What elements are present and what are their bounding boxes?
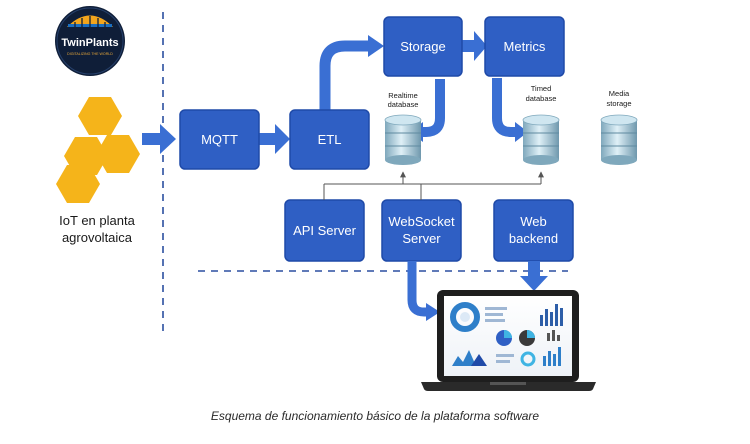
dashboard-column-chart-icon (543, 347, 561, 366)
dashboard-bar-chart-icon (540, 304, 563, 326)
arrow-iot-to-mqtt (142, 124, 176, 154)
arrow-storage-to-realtime-db (421, 79, 445, 137)
box-storage: Storage (383, 16, 463, 77)
box-websocket-server: WebSocket Server (381, 199, 462, 262)
box-api-server: API Server (284, 199, 365, 262)
laptop-dashboard-icon (421, 290, 596, 391)
iot-label-line2: agrovoltaica (62, 230, 133, 245)
box-api-server-label: API Server (293, 223, 357, 238)
logo-tagline: DIGITALIZING THE WORLD (67, 52, 113, 56)
twinplants-logo: TwinPlants DIGITALIZING THE WORLD (55, 6, 125, 76)
dashboard-donut-small-icon (520, 351, 536, 367)
box-metrics-label: Metrics (504, 39, 546, 54)
arrow-etl-to-storage (319, 40, 370, 110)
box-web-label-line2: backend (509, 231, 558, 246)
box-web-label-line1: Web (520, 214, 547, 229)
realtime-database-icon (384, 114, 422, 165)
dashboard-donut-chart-icon (450, 302, 480, 332)
timed-db-label-line1: Timed (531, 84, 552, 93)
iot-label-line1: IoT en planta (59, 213, 135, 228)
box-mqtt: MQTT (179, 109, 260, 170)
arrow-web-backend-to-dashboard (520, 261, 548, 291)
arrow-storage-to-metrics (461, 31, 487, 61)
media-storage-label-line2: storage (606, 99, 631, 108)
box-web-backend: Web backend (493, 199, 574, 262)
dashboard-area-chart-icon (452, 350, 487, 366)
timed-database-icon (522, 114, 560, 165)
figure-caption: Esquema de funcionamiento básico de la p… (211, 409, 540, 423)
arrow-mqtt-to-etl (259, 124, 290, 154)
media-storage-label-line1: Media (609, 89, 630, 98)
flow-arrows (142, 124, 290, 154)
box-mqtt-label: MQTT (201, 132, 238, 147)
dashboard-pie-chart-icon (496, 330, 535, 346)
server-db-connectors (323, 171, 544, 200)
box-websocket-label-line1: WebSocket (388, 214, 455, 229)
timed-db-label-line2: database (526, 94, 557, 103)
box-etl-label: ETL (318, 132, 342, 147)
box-websocket-label-line2: Server (402, 231, 441, 246)
sunrise-icon (67, 15, 113, 27)
arrow-websocket-to-dashboard (407, 261, 428, 317)
logo-brand: TwinPlants (61, 37, 118, 49)
box-etl: ETL (289, 109, 370, 170)
dashboard-small-bars-icon (547, 330, 560, 341)
realtime-db-label-line2: database (388, 100, 419, 109)
box-storage-label: Storage (400, 39, 446, 54)
iot-hexagon-cluster-icon (56, 97, 140, 203)
arrow-metrics-to-timed-db (492, 78, 517, 137)
media-storage-icon (600, 114, 638, 165)
realtime-db-label-line1: Realtime (388, 91, 418, 100)
box-metrics: Metrics (484, 16, 565, 77)
